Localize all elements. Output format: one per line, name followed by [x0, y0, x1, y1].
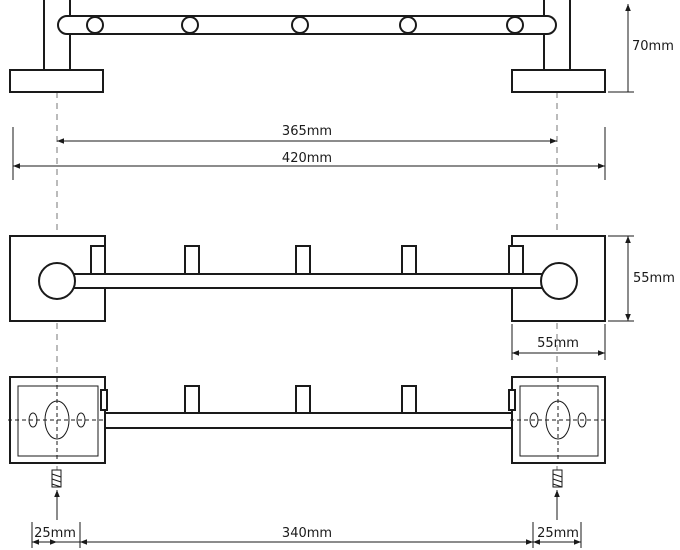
left-screw-icon — [51, 469, 62, 488]
back-bar — [101, 412, 514, 429]
right-end-cap — [540, 262, 578, 300]
left-end-cap — [38, 262, 76, 300]
mount-span-label: 340mm — [282, 526, 332, 541]
right-mounting-plate — [508, 376, 607, 464]
right-edge-label: 25mm — [537, 526, 579, 541]
front-view: 70mm — [9, 0, 674, 93]
right-foot — [511, 69, 606, 93]
inner-width-label: 365mm — [282, 124, 332, 139]
right-screw-icon — [552, 469, 563, 488]
left-foot — [9, 69, 104, 93]
back-hooks — [184, 385, 417, 414]
top-bar — [54, 273, 561, 289]
width-dimensions: 365mm 420mm — [12, 124, 606, 180]
bottom-dimensions: 25mm 340mm 25mm — [31, 522, 582, 548]
top-view: 55mm 55mm — [9, 235, 675, 360]
top-hooks — [90, 245, 524, 275]
left-mounting-plate — [8, 376, 108, 464]
height-dimension-label: 70mm — [632, 39, 674, 54]
outer-width-label: 420mm — [282, 151, 332, 166]
front-hooks — [86, 16, 524, 34]
depth-dimension-label: 55mm — [633, 271, 675, 286]
base-width-label: 55mm — [537, 336, 579, 351]
back-view — [8, 376, 607, 520]
left-edge-label: 25mm — [34, 526, 76, 541]
